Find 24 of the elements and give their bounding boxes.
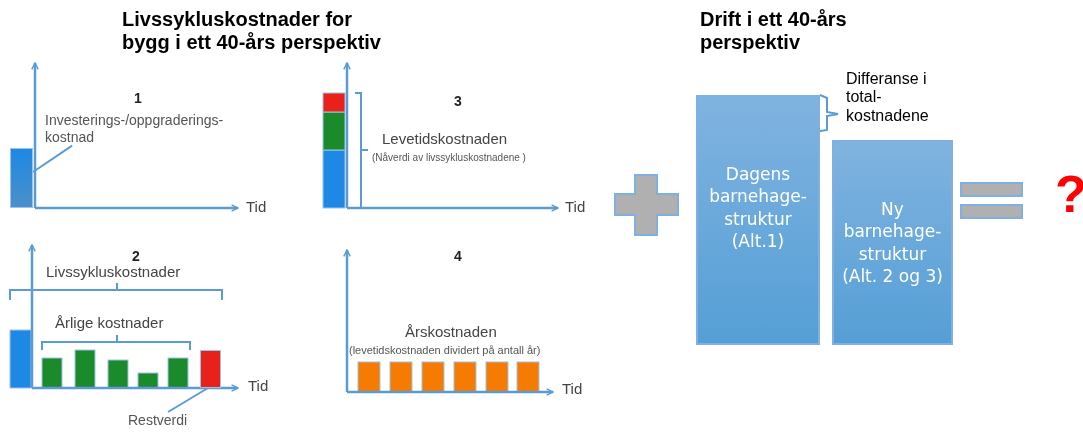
caption-text: Levetidskostnaden xyxy=(382,130,508,148)
bracket-label: Livssykluskostnader xyxy=(46,263,181,281)
panel-number: 1 xyxy=(134,90,142,107)
axis-label: Tid xyxy=(562,380,583,398)
bar xyxy=(200,350,221,388)
axis-label: Tid xyxy=(248,377,269,395)
leader-line xyxy=(167,387,209,413)
caption-text: Årskostnaden xyxy=(405,323,497,341)
bracket-label: Årlige kostnader xyxy=(55,314,164,332)
axis-label: Tid xyxy=(246,198,267,216)
axis-label: Tid xyxy=(565,198,586,216)
bracket-label: Differanse i total- kostnadene xyxy=(846,70,930,126)
heading: Drift i ett 40-års perspektiv xyxy=(700,8,848,54)
bar xyxy=(10,148,33,208)
panel-number: 4 xyxy=(454,248,462,265)
callout-text: Investerings-/oppgraderings- kostnad xyxy=(45,112,260,146)
caption-text: (levetidskostnaden dividert på antall år) xyxy=(349,344,541,357)
caption-text: (Nåverdi av livssykluskostnadene ) xyxy=(372,152,526,164)
heading: Livssykluskostnader for bygg i ett 40-års perspektiv xyxy=(122,8,382,54)
structure-bar: Dagens barnehage- struktur (Alt.1) xyxy=(696,95,820,345)
structure-bar: Ny barnehage- struktur (Alt. 2 og 3) xyxy=(832,140,953,345)
callout-text: Restverdi xyxy=(128,412,208,429)
panel-number: 3 xyxy=(454,93,462,110)
panel-number: 2 xyxy=(132,248,140,265)
